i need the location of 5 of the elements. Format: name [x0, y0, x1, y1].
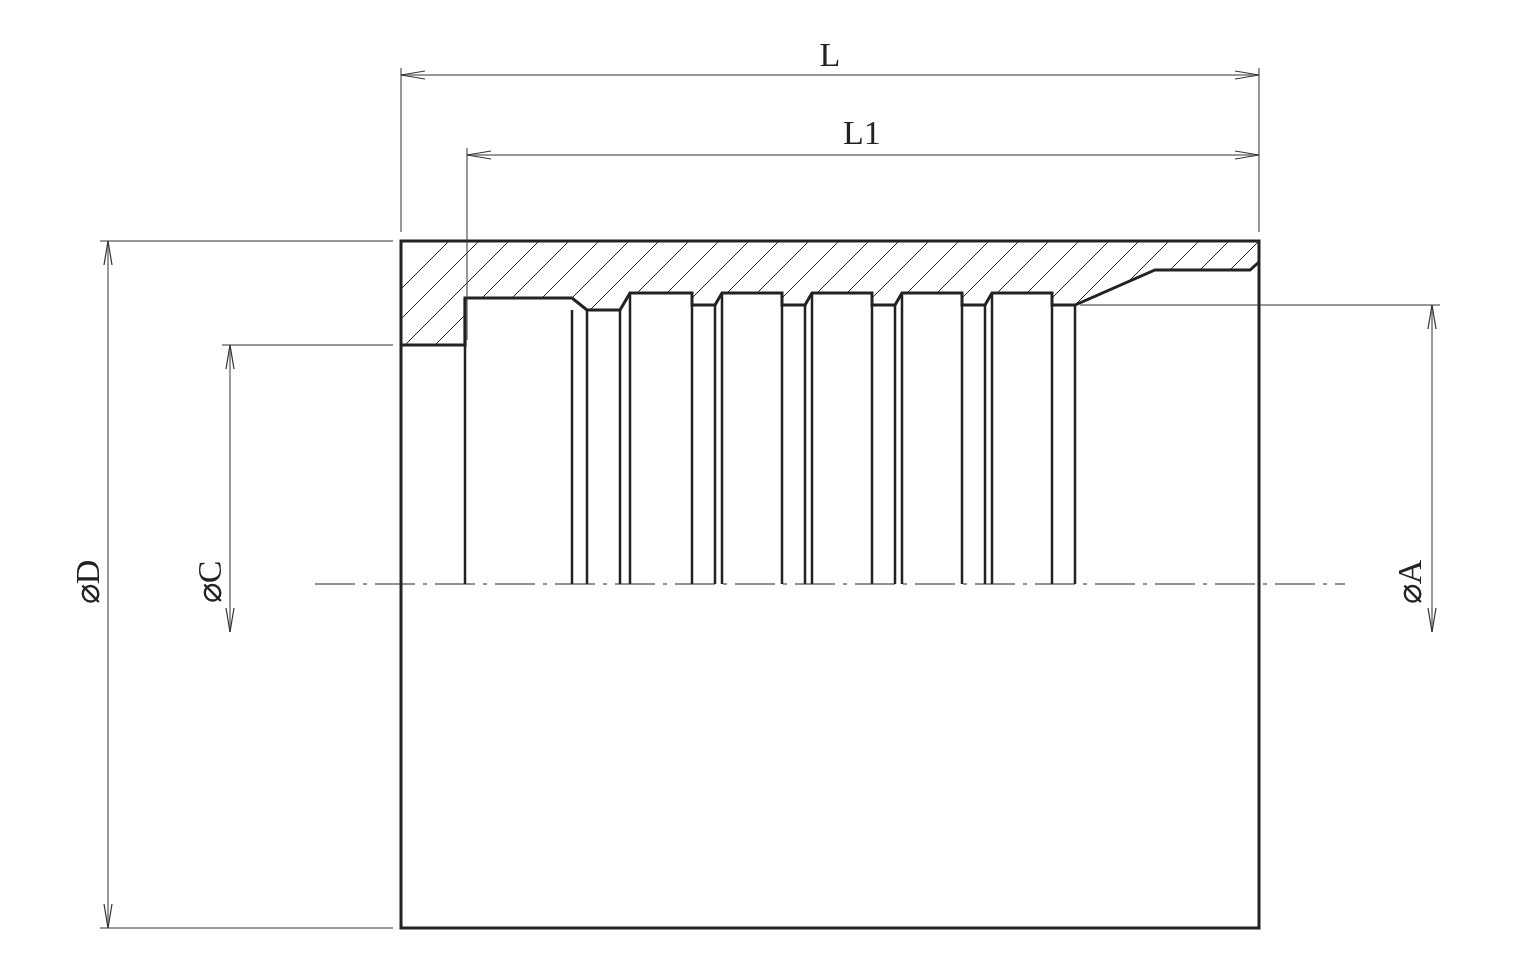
dimension-label: ⌀D [69, 559, 106, 605]
dimension-label: ⌀C [191, 560, 228, 604]
dimension-label: ⌀A [1391, 559, 1428, 605]
dimension-label: L1 [843, 115, 881, 151]
dimension-label: L [819, 37, 841, 73]
